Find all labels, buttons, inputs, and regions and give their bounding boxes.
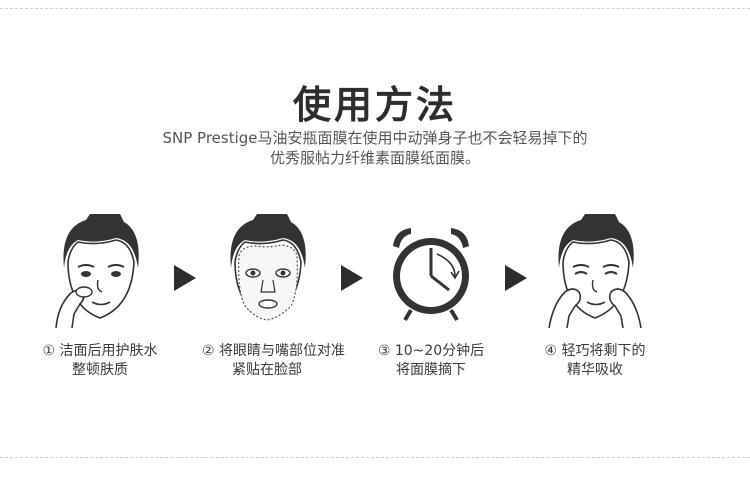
face-patting-icon bbox=[548, 214, 642, 328]
step-4: ④ 轻巧将剩下的 精华吸收 bbox=[530, 210, 660, 380]
alarm-clock-icon bbox=[393, 228, 469, 322]
top-divider bbox=[0, 8, 750, 9]
bottom-divider bbox=[0, 457, 750, 458]
step-1: ① 洁面后用护肤水 整顿肤质 bbox=[35, 210, 165, 380]
arrow-right-icon bbox=[341, 265, 363, 295]
step-3: ③ 10~20分钟后 将面膜摘下 bbox=[366, 210, 496, 380]
step-1-caption-line2: 整顿肤质 bbox=[72, 362, 128, 378]
face-mask-icon bbox=[230, 214, 306, 321]
step-2-caption-line2: 紧贴在脸部 bbox=[232, 362, 302, 378]
page-title: 使用方法 bbox=[292, 83, 457, 127]
step-1-caption-line1: ① 洁面后用护肤水 bbox=[42, 343, 158, 359]
step-4-caption-line1: ④ 轻巧将剩下的 bbox=[544, 343, 646, 359]
subtitle-line-2: 优秀服帖力纤维素面膜纸面膜。 bbox=[269, 149, 480, 167]
page-subtitle: SNP Prestige马油安瓶面膜在使用中动弹身子也不会轻易掉下的 优秀服帖力… bbox=[0, 128, 750, 168]
arrow-right-icon bbox=[505, 265, 527, 295]
step-3-caption: ③ 10~20分钟后 将面膜摘下 bbox=[366, 342, 496, 380]
arrow-right-icon bbox=[174, 265, 196, 295]
step-2: ② 将眼睛与嘴部位对准 紧贴在脸部 bbox=[202, 210, 346, 380]
step-1-caption: ① 洁面后用护肤水 整顿肤质 bbox=[35, 342, 165, 380]
step-4-caption-line2: 精华吸收 bbox=[567, 362, 623, 378]
step-2-caption: ② 将眼睛与嘴部位对准 紧贴在脸部 bbox=[202, 342, 346, 380]
subtitle-line-1: SNP Prestige马油安瓶面膜在使用中动弹身子也不会轻易掉下的 bbox=[162, 129, 588, 147]
face-cleansing-icon bbox=[55, 214, 139, 328]
step-4-caption: ④ 轻巧将剩下的 精华吸收 bbox=[530, 342, 660, 380]
step-3-caption-line2: 将面膜摘下 bbox=[396, 362, 466, 378]
step-2-caption-line1: ② 将眼睛与嘴部位对准 bbox=[202, 343, 346, 359]
step-3-caption-line1: ③ 10~20分钟后 bbox=[377, 343, 485, 359]
